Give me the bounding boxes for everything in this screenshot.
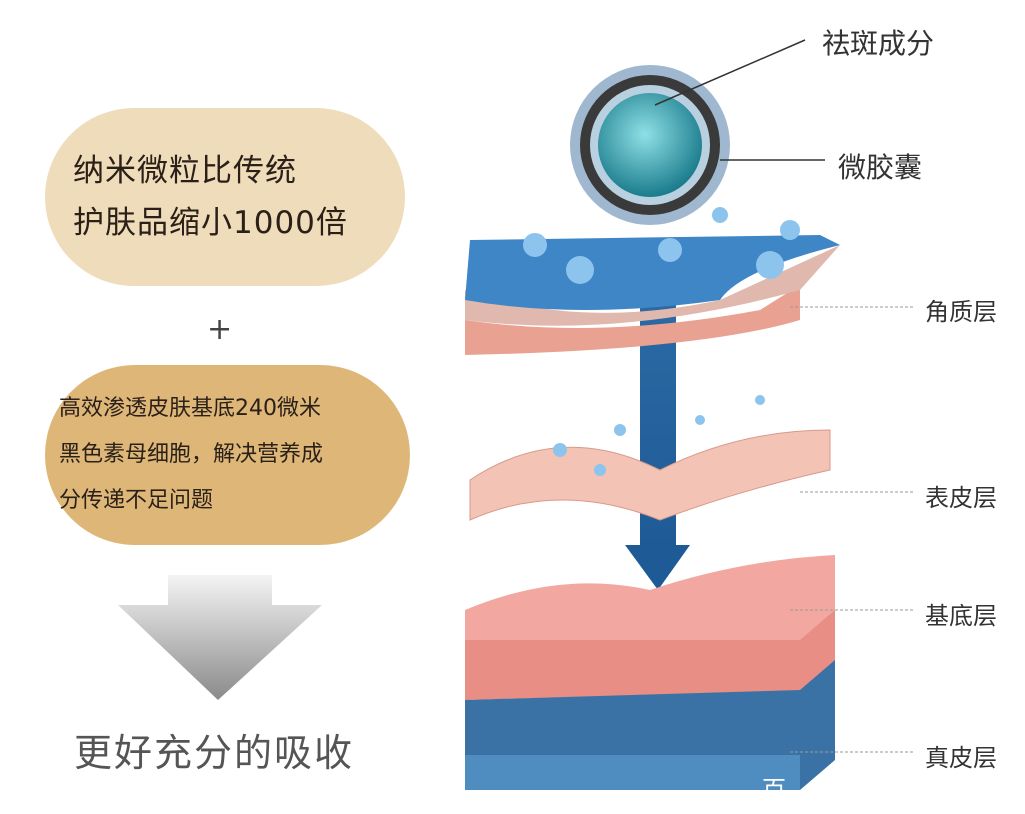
plus-sign: + [207, 312, 233, 347]
box2-line: 黑色素母细胞，解决营养成 [59, 442, 324, 467]
down-arrow-icon [118, 575, 322, 700]
label-epidermis: 表皮层 [925, 484, 997, 512]
result-text: 更好充分的吸收 [74, 731, 355, 775]
label-basal-layer: 基底层 [925, 602, 997, 630]
watermark: 百 [762, 776, 786, 804]
box1-line: 护肤品缩小1000倍 [73, 205, 348, 241]
label-microcapsule: 微胶囊 [838, 151, 923, 184]
particles [523, 207, 800, 476]
layer-stratum-corneum [465, 235, 840, 355]
box1-line: 纳米微粒比传统 [73, 153, 297, 189]
layer-basal-dermis [465, 555, 835, 790]
box2-line: 高效渗透皮肤基底240微米 [59, 396, 321, 421]
label-whitening-ingredient: 祛斑成分 [822, 27, 935, 60]
nano-particle-box: 纳米微粒比传统 护肤品缩小1000倍 [45, 108, 405, 286]
microcapsule-icon [570, 65, 730, 225]
label-dermis: 真皮层 [925, 744, 997, 772]
label-stratum-corneum: 角质层 [925, 298, 997, 326]
penetration-box: 高效渗透皮肤基底240微米 黑色素母细胞，解决营养成 分传递不足问题 [45, 365, 410, 545]
box2-line: 分传递不足问题 [59, 488, 214, 513]
